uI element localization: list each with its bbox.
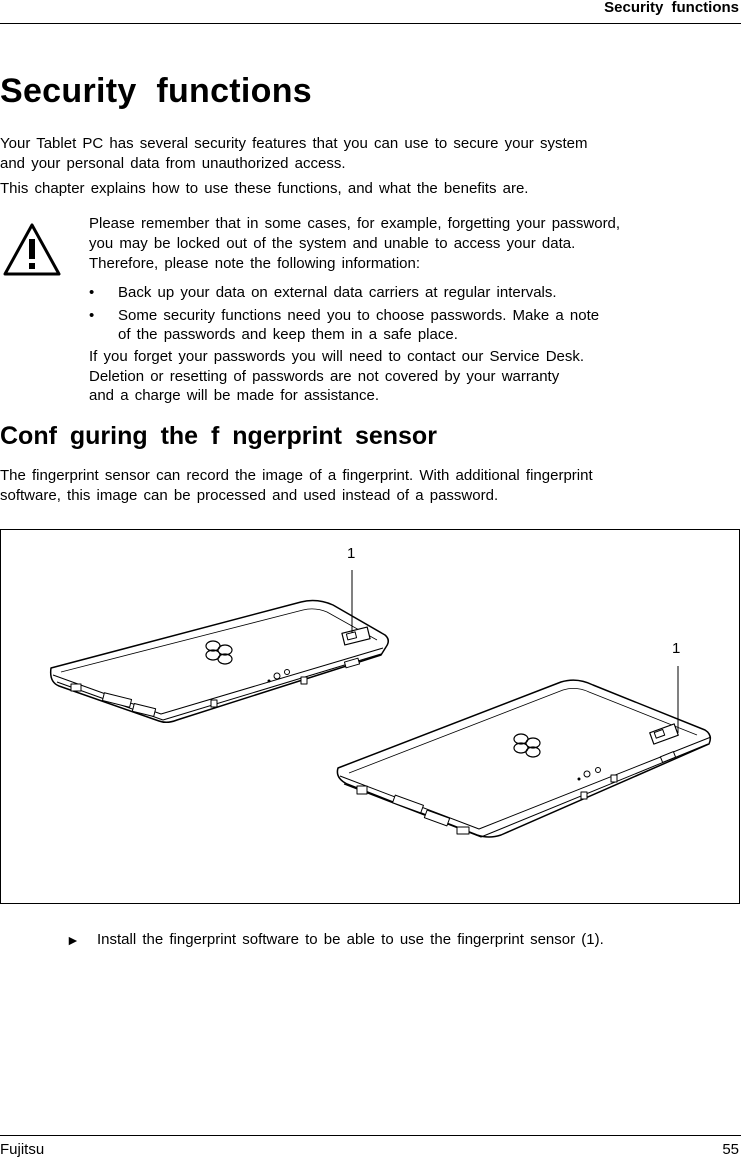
section-line-1: The fingerprint sensor can record the im… <box>0 467 593 484</box>
bullet-marker: • <box>89 307 95 324</box>
step-arrow-icon: ► <box>66 932 80 948</box>
warning-closing-line-1: If you forget your passwords you will ne… <box>89 348 585 365</box>
bullet-item-backup: Back up your data on external data carri… <box>118 284 557 301</box>
section-title: Conf guring the f ngerprint sensor <box>0 422 437 450</box>
warning-closing-line-2: Deletion or resetting of passwords are n… <box>89 368 560 385</box>
section-line-2: software, this image can be processed an… <box>0 487 499 504</box>
bullet-marker: • <box>89 284 95 301</box>
callout-label-2: 1 <box>672 640 681 657</box>
intro-line-1: Your Tablet PC has several security feat… <box>0 135 588 152</box>
logo-icon <box>205 640 233 665</box>
logo-icon <box>513 733 541 758</box>
intro-paragraph-2: This chapter explains how to use these f… <box>0 180 529 197</box>
footer-brand: Fujitsu <box>0 1141 45 1158</box>
footer-rule <box>0 1135 741 1136</box>
warning-line-2: you may be locked out of the system and … <box>89 235 576 252</box>
bullet-item-passwords-line-2: of the passwords and keep them in a safe… <box>118 326 458 343</box>
tablet-illustration <box>49 570 712 838</box>
warning-closing-line-3: and a charge will be made for assistance… <box>89 387 379 404</box>
tablet-back-2 <box>336 679 712 838</box>
step-instruction: Install the fingerprint software to be a… <box>97 931 604 948</box>
page-title: Security functions <box>0 72 313 110</box>
callout-label-1: 1 <box>347 545 356 562</box>
tablet-back-1 <box>49 599 389 724</box>
header-rule <box>0 23 741 24</box>
tablet-figure: 1 1 <box>0 529 740 904</box>
warning-line-1: Please remember that in some cases, for … <box>89 215 621 232</box>
header-running-title: Security functions <box>604 0 739 16</box>
bullet-item-passwords-line-1: Some security functions need you to choo… <box>118 307 600 324</box>
warning-triangle-icon <box>3 223 61 276</box>
page-number: 55 <box>722 1141 739 1158</box>
warning-line-3: Therefore, please note the following inf… <box>89 255 421 272</box>
intro-line-2: and your personal data from unauthorized… <box>0 155 346 172</box>
